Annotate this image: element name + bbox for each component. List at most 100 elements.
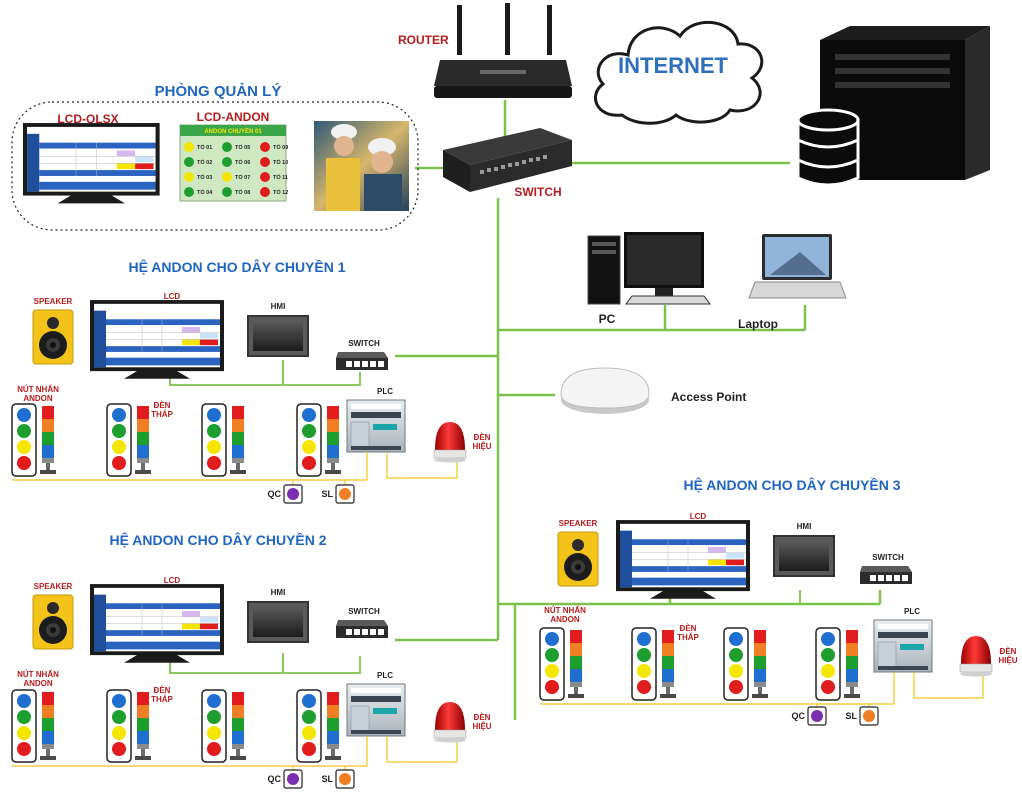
andon-line-3: HỆ ANDON CHO DÂY CHUYỀN 3SPEAKERLCDHMISW… bbox=[539, 476, 1018, 726]
line-title: HỆ ANDON CHO DÂY CHUYỀN 3 bbox=[683, 476, 900, 493]
beacon-light-icon bbox=[433, 701, 467, 743]
lcd-qlsx-screen bbox=[25, 125, 158, 203]
tower-light-icon bbox=[230, 406, 246, 474]
qc-button bbox=[811, 710, 823, 722]
andon-button-panel bbox=[11, 403, 37, 477]
workers-photo bbox=[314, 121, 409, 211]
station-lamp bbox=[184, 157, 194, 167]
andon-button-panel bbox=[631, 627, 657, 701]
station-label: TỔ 10 bbox=[273, 159, 288, 166]
router bbox=[434, 3, 572, 98]
station-label: TỔ 05 bbox=[235, 144, 250, 151]
switch-icon bbox=[860, 566, 912, 584]
speaker-icon bbox=[32, 309, 74, 365]
sl-label: SL bbox=[321, 774, 333, 784]
station-label: TỔ 06 bbox=[235, 159, 250, 166]
hmi-icon bbox=[247, 601, 309, 643]
speaker-icon bbox=[557, 531, 599, 587]
station-label: TỔ 07 bbox=[235, 174, 250, 181]
station-lamp bbox=[222, 187, 232, 197]
station-lamp bbox=[260, 172, 270, 182]
andon-screen-title: ANDON CHUYỀN 01 bbox=[204, 128, 262, 135]
plc-icon bbox=[346, 399, 406, 453]
station-lamp bbox=[260, 157, 270, 167]
andon-button-panel bbox=[201, 689, 227, 763]
plc-icon bbox=[346, 683, 406, 737]
andon-button-panel bbox=[106, 689, 132, 763]
station-label: TỔ 03 bbox=[197, 174, 212, 181]
lcd-label: LCD bbox=[164, 576, 181, 585]
qc-button bbox=[287, 488, 299, 500]
switch-icon bbox=[336, 352, 388, 370]
station-label: TỔ 01 bbox=[197, 144, 212, 151]
tower-light-icon bbox=[325, 406, 341, 474]
pc-label: PC bbox=[599, 312, 616, 326]
lcd-screen bbox=[90, 584, 224, 665]
laptop-label: Laptop bbox=[738, 317, 778, 331]
lcd-qlsx-label: LCD-QLSX bbox=[57, 112, 118, 126]
qc-label: QC bbox=[268, 774, 282, 784]
beacon-light-icon bbox=[433, 421, 467, 463]
lcd-screen bbox=[616, 520, 750, 601]
lcd-label: LCD bbox=[164, 292, 181, 301]
line-title: HỆ ANDON CHO DÂY CHUYỀN 1 bbox=[128, 258, 345, 275]
management-title: PHÒNG QUẢN LÝ bbox=[155, 82, 282, 100]
laptop-icon bbox=[748, 234, 847, 299]
andon-button-panel bbox=[296, 689, 322, 763]
sl-label: SL bbox=[845, 711, 857, 721]
station-lamp bbox=[222, 142, 232, 152]
signal-wiring bbox=[12, 736, 458, 770]
plc-label: PLC bbox=[377, 387, 393, 396]
sl-label: SL bbox=[321, 489, 333, 499]
station-label: TỔ 11 bbox=[273, 174, 288, 181]
andon-button-panel bbox=[11, 689, 37, 763]
hmi-icon bbox=[773, 535, 835, 577]
tower-light-icon bbox=[325, 692, 341, 760]
station-label: TỔ 08 bbox=[235, 189, 250, 196]
tower-light-icon bbox=[844, 630, 860, 698]
internet-cloud-icon bbox=[593, 20, 764, 125]
tower-light-icon bbox=[40, 406, 56, 474]
server-icon bbox=[796, 26, 990, 187]
hmi-label: HMI bbox=[797, 522, 812, 531]
lcd-label: LCD bbox=[690, 512, 707, 521]
internet-label: INTERNET bbox=[618, 53, 729, 78]
andon-button-panel bbox=[201, 403, 227, 477]
station-label: TỔ 12 bbox=[273, 189, 288, 196]
tower-light-icon bbox=[135, 692, 151, 760]
sl-button bbox=[339, 773, 351, 785]
line-title: HỆ ANDON CHO DÂY CHUYỀN 2 bbox=[109, 531, 326, 548]
plc-label: PLC bbox=[904, 607, 920, 616]
sl-button bbox=[863, 710, 875, 722]
qc-button bbox=[287, 773, 299, 785]
router-label: ROUTER bbox=[398, 33, 449, 47]
andon-button-panel bbox=[723, 627, 749, 701]
pc-icon bbox=[587, 232, 711, 305]
signal-wiring bbox=[12, 452, 458, 485]
station-lamp bbox=[222, 172, 232, 182]
main-switch-label: SWITCH bbox=[514, 185, 561, 199]
station-lamp bbox=[260, 187, 270, 197]
station-lamp bbox=[184, 172, 194, 182]
station-lamp bbox=[184, 187, 194, 197]
access-point-icon bbox=[560, 367, 650, 414]
switch-label: SWITCH bbox=[872, 553, 904, 562]
tower-light-icon bbox=[660, 630, 676, 698]
tower-light-icon bbox=[135, 406, 151, 474]
network-links bbox=[395, 100, 882, 720]
station-label: TỔ 02 bbox=[197, 159, 212, 166]
switch-label: SWITCH bbox=[348, 339, 380, 348]
lcd-screen bbox=[90, 300, 224, 381]
access-point-label: Access Point bbox=[671, 390, 746, 404]
hmi-label: HMI bbox=[271, 302, 286, 311]
tower-light-icon bbox=[230, 692, 246, 760]
